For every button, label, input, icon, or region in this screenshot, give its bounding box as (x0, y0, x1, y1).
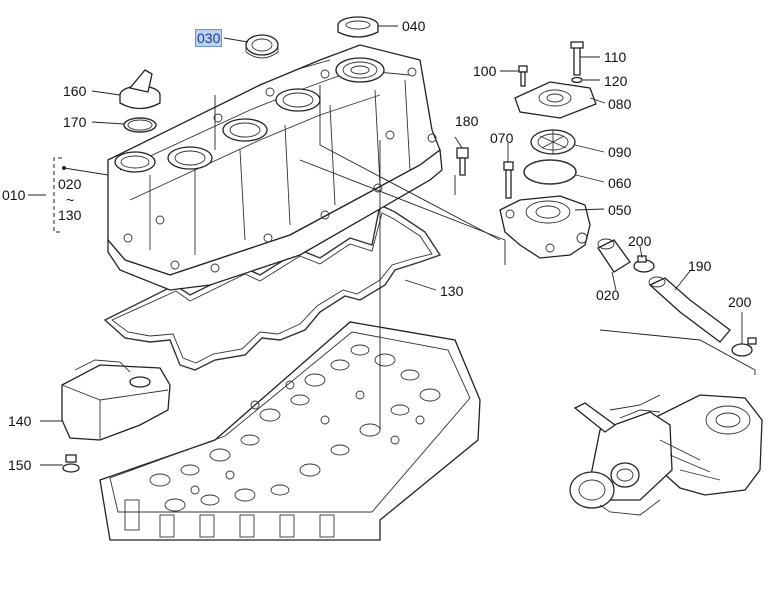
o-ring-060[interactable] (523, 159, 577, 185)
cap-040[interactable] (337, 16, 379, 38)
label-060[interactable]: 060 (608, 175, 632, 191)
diaphragm-090[interactable] (530, 129, 576, 155)
label-070[interactable]: 070 (490, 130, 514, 146)
label-170[interactable]: 170 (63, 114, 87, 130)
label-190[interactable]: 190 (688, 258, 712, 274)
breather-bolt-110[interactable] (570, 41, 584, 76)
o-ring-170[interactable] (123, 117, 157, 133)
label-040[interactable]: 040 (402, 18, 426, 34)
label-200-b[interactable]: 200 (728, 294, 752, 310)
label-020-range[interactable]: 020 (58, 176, 82, 192)
bolt-150[interactable] (62, 454, 80, 473)
label-180[interactable]: 180 (455, 113, 479, 129)
hose-190[interactable] (648, 276, 731, 343)
breather-body-050[interactable] (499, 195, 591, 259)
tilde-separator: ~ (66, 192, 75, 208)
label-130[interactable]: 130 (440, 283, 464, 299)
label-020[interactable]: 020 (596, 287, 620, 303)
pcv-valve-140[interactable] (61, 359, 171, 441)
hose-clamp-200-b[interactable] (731, 337, 757, 357)
label-200-a[interactable]: 200 (628, 233, 652, 249)
label-080[interactable]: 080 (608, 96, 632, 112)
turbocharger[interactable] (569, 394, 763, 516)
leader-lines (28, 25, 756, 466)
hose-clamp-200-a[interactable] (633, 255, 655, 273)
breather-cover-080[interactable] (514, 81, 597, 119)
range-bracket (53, 157, 66, 233)
screw-100[interactable] (518, 65, 528, 87)
label-110[interactable]: 110 (604, 49, 627, 65)
label-090[interactable]: 090 (608, 144, 632, 160)
label-010[interactable]: 010 (2, 187, 26, 203)
bolt-180[interactable] (456, 147, 469, 176)
washer-120[interactable] (571, 76, 583, 84)
label-120[interactable]: 120 (604, 73, 628, 89)
label-140[interactable]: 140 (8, 413, 32, 429)
label-130-range[interactable]: 130 (58, 207, 82, 223)
bolt-070[interactable] (503, 161, 514, 199)
label-150[interactable]: 150 (8, 457, 32, 473)
valve-cover[interactable] (107, 44, 443, 291)
oil-filler-cap[interactable] (119, 69, 161, 110)
cylinder-head[interactable] (99, 321, 481, 541)
label-050[interactable]: 050 (608, 202, 632, 218)
label-160[interactable]: 160 (63, 83, 87, 99)
label-030-top[interactable]: 030 (194, 29, 223, 47)
label-100[interactable]: 100 (473, 63, 497, 79)
pipe-020[interactable] (597, 238, 631, 273)
oil-seal-030[interactable] (245, 34, 279, 59)
